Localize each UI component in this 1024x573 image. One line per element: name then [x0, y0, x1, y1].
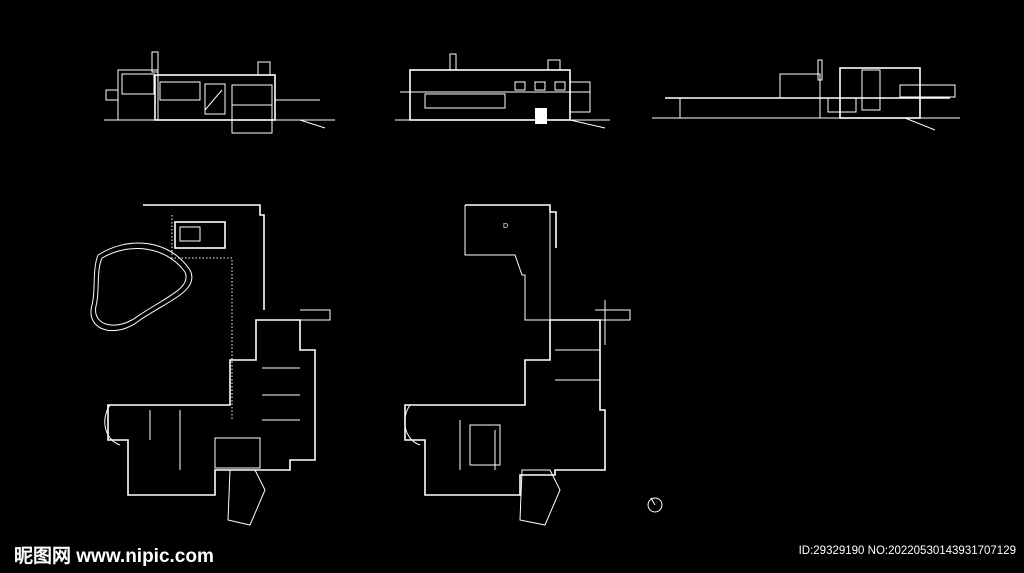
elevation-1: [104, 51, 335, 134]
elevation-2: [395, 53, 610, 129]
elevation-3: [652, 59, 960, 131]
floor-plan-2: D: [404, 204, 663, 526]
floor-plan-1: [90, 204, 331, 526]
plan-label-d: D: [503, 223, 508, 230]
watermark-id: ID:29329190 NO:20220530143931707129: [798, 545, 1016, 557]
watermark-site: 昵图网 www.nipic.com: [14, 546, 214, 567]
